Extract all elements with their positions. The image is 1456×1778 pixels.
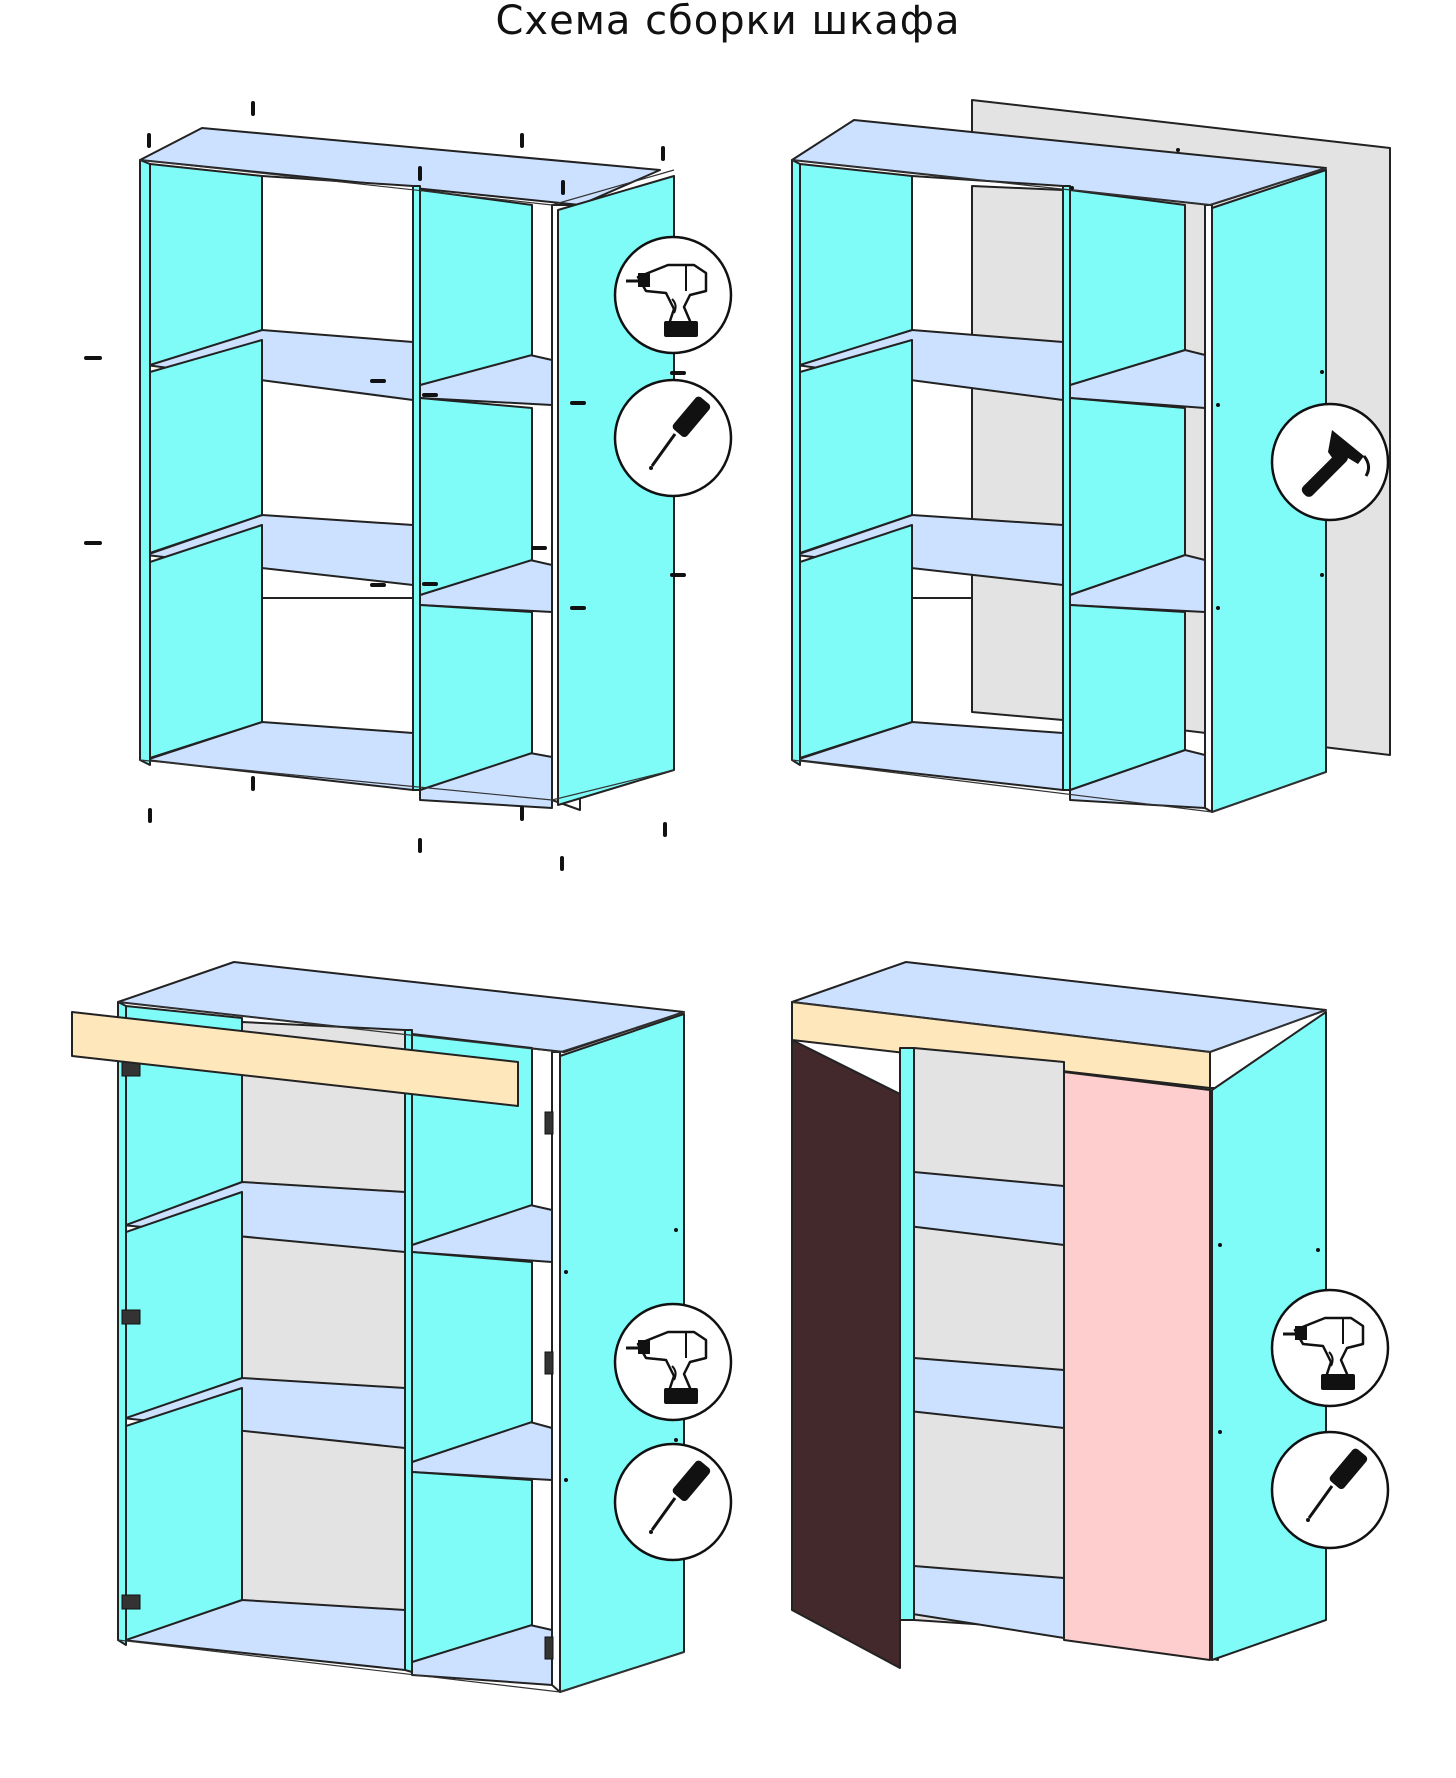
- step-4-drill-icon: [1270, 1288, 1390, 1408]
- step-3-plinth: [71, 1011, 519, 1107]
- step-3-cabinet: [71, 961, 685, 1693]
- step-2-cabinet-frame: [791, 119, 1327, 813]
- step-4-door-closed: [1063, 1071, 1211, 1661]
- step-1-screwdriver-icon: [613, 378, 733, 498]
- step-3-screwdriver-icon: [613, 1442, 733, 1562]
- step-4-screwdriver-icon: [1270, 1430, 1390, 1550]
- diagram-title: Схема сборки шкафа: [495, 0, 961, 44]
- step-2-hammer-icon: [1270, 402, 1390, 522]
- step-1-drill-icon: [613, 235, 733, 355]
- step-3-drill-icon: [613, 1302, 733, 1422]
- step-4-cabinet: [791, 961, 1327, 1669]
- step-1-cabinet-frame: [84, 101, 686, 871]
- step-4-door-open: [791, 1039, 901, 1669]
